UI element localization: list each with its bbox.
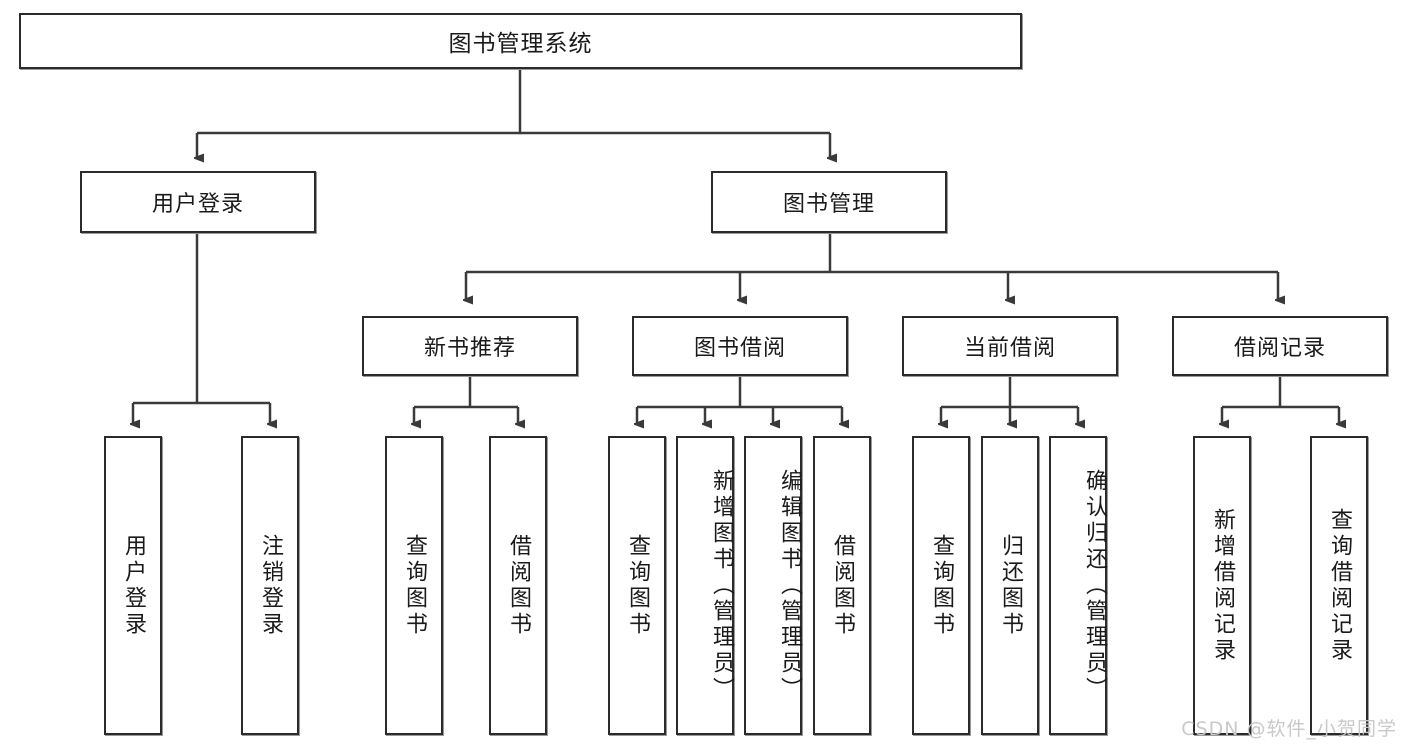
leaf-borrow-record-query-record[interactable]: 查询借阅记录 (1310, 436, 1368, 735)
node-label: 查询图书 (929, 533, 954, 638)
node-label: 借阅记录 (1233, 336, 1326, 361)
node-label: 注销登录 (258, 533, 283, 638)
leaf-borrow-record-add-record[interactable]: 新增借阅记录 (1193, 436, 1251, 735)
leaf-new-book-query-book[interactable]: 查询图书 (385, 436, 443, 735)
leaf-new-book-borrow-book[interactable]: 借阅图书 (489, 436, 547, 735)
node-label: 图书管理系统 (448, 31, 593, 57)
node-label: 图书借阅 (693, 336, 786, 361)
node-new-book-recommend[interactable]: 新书推荐 (362, 316, 578, 376)
node-current-borrow[interactable]: 当前借阅 (902, 316, 1118, 376)
node-label: 当前借阅 (963, 336, 1056, 361)
node-label: 借阅图书 (830, 533, 855, 638)
node-label: 编辑图书（管理员） (777, 468, 802, 703)
node-label: 确认归还（管理员） (1082, 468, 1107, 703)
leaf-book-borrow-query-book[interactable]: 查询图书 (608, 436, 666, 735)
node-root-system[interactable]: 图书管理系统 (19, 13, 1022, 69)
node-label: 查询图书 (625, 533, 650, 638)
node-borrow-record[interactable]: 借阅记录 (1172, 316, 1388, 376)
leaf-current-borrow-confirm-return-admin[interactable]: 确认归还（管理员） (1049, 436, 1107, 735)
leaf-current-borrow-return-book[interactable]: 归还图书 (981, 436, 1039, 735)
leaf-book-borrow-borrow-book[interactable]: 借阅图书 (813, 436, 871, 735)
leaf-book-borrow-add-book-admin[interactable]: 新增图书（管理员） (676, 436, 734, 735)
leaf-book-borrow-edit-book-admin[interactable]: 编辑图书（管理员） (744, 436, 802, 735)
node-label: 新书推荐 (423, 336, 516, 361)
node-label: 图书管理 (782, 192, 875, 217)
node-book-management[interactable]: 图书管理 (711, 171, 947, 233)
node-label: 用户登录 (121, 533, 146, 638)
node-label: 查询图书 (402, 533, 427, 638)
leaf-user-login-login[interactable]: 用户登录 (104, 436, 162, 735)
leaf-current-borrow-query-book[interactable]: 查询图书 (912, 436, 970, 735)
node-label: 查询借阅记录 (1327, 507, 1352, 664)
node-user-login[interactable]: 用户登录 (80, 171, 316, 233)
leaf-user-login-logout[interactable]: 注销登录 (241, 436, 299, 735)
node-label: 借阅图书 (506, 533, 531, 638)
csdn-watermark: CSDN @软件_小贺同学 (1181, 718, 1397, 740)
node-book-borrow[interactable]: 图书借阅 (632, 316, 848, 376)
node-label: 新增借阅记录 (1210, 507, 1235, 664)
node-label: 用户登录 (151, 192, 244, 217)
node-label: 归还图书 (998, 533, 1023, 638)
node-label: 新增图书（管理员） (709, 468, 734, 703)
